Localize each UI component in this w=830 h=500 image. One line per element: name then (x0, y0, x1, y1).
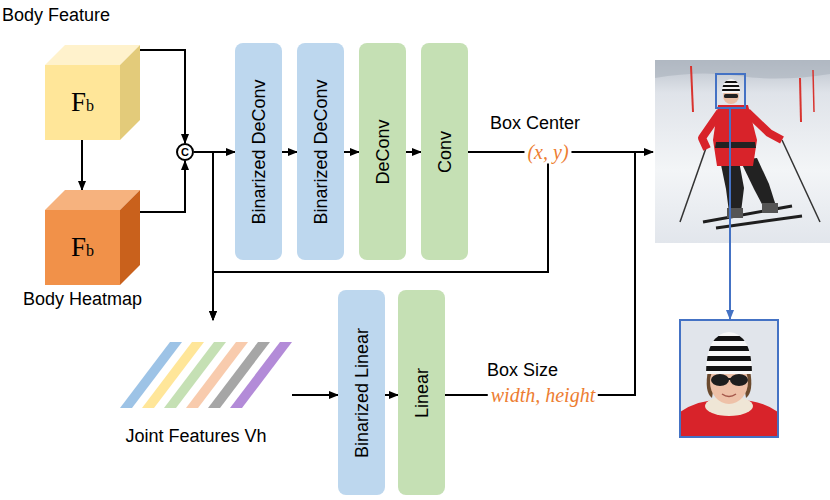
face-crop (680, 320, 778, 437)
cube-face (45, 210, 120, 285)
connector (140, 50, 185, 143)
feature-heading: Body Heatmap (23, 289, 142, 310)
feature-symbol: Fb (71, 87, 94, 118)
joint-features: Joint Features Vh (100, 320, 292, 452)
connector (292, 394, 338, 396)
layer-name: Linear (411, 367, 432, 417)
feature-cube: Fb Body Feature (0, 5, 140, 140)
layer-block: Binarized DeConv (297, 43, 344, 260)
layer-name: Conv (434, 130, 455, 172)
output-label: Box Center (490, 113, 580, 134)
connector (81, 140, 83, 190)
feature-bar (230, 342, 292, 408)
output-value: width, height (488, 384, 598, 407)
joint-features-label: Joint Features Vh (125, 426, 266, 447)
leader-line (729, 108, 731, 319)
output-wire (445, 152, 635, 395)
layer-name: Binarized Linear (351, 327, 372, 457)
feature-bars (100, 320, 292, 416)
layer-block: DeConv (359, 43, 406, 260)
output-value: (x, y) (524, 141, 571, 164)
feature-cube: FbBody Heatmap (20, 190, 140, 312)
layer-block: Binarized Linear (338, 290, 385, 495)
concat-letter: C (181, 146, 189, 159)
output-label: Box Size (487, 360, 558, 381)
cube-face (120, 190, 140, 285)
connector (140, 161, 185, 212)
layer-block: Linear (398, 290, 445, 495)
connector (194, 152, 213, 320)
cube-face (45, 65, 120, 140)
skier-photo (655, 60, 830, 243)
connector (406, 151, 421, 153)
cube-shape (0, 5, 140, 140)
feature-heading: Body Feature (2, 5, 110, 26)
feature-symbol: Fb (71, 232, 94, 263)
connector (344, 151, 359, 153)
cube-face (120, 45, 140, 140)
connector (385, 394, 398, 396)
layer-block: Binarized DeConv (235, 43, 282, 260)
concat-symbol: C (176, 143, 194, 161)
layer-name: DeConv (372, 119, 393, 184)
layer-name: Binarized DeConv (310, 79, 331, 224)
layer-block: Conv (421, 43, 468, 260)
connector (282, 151, 297, 153)
layer-name: Binarized DeConv (248, 79, 269, 224)
